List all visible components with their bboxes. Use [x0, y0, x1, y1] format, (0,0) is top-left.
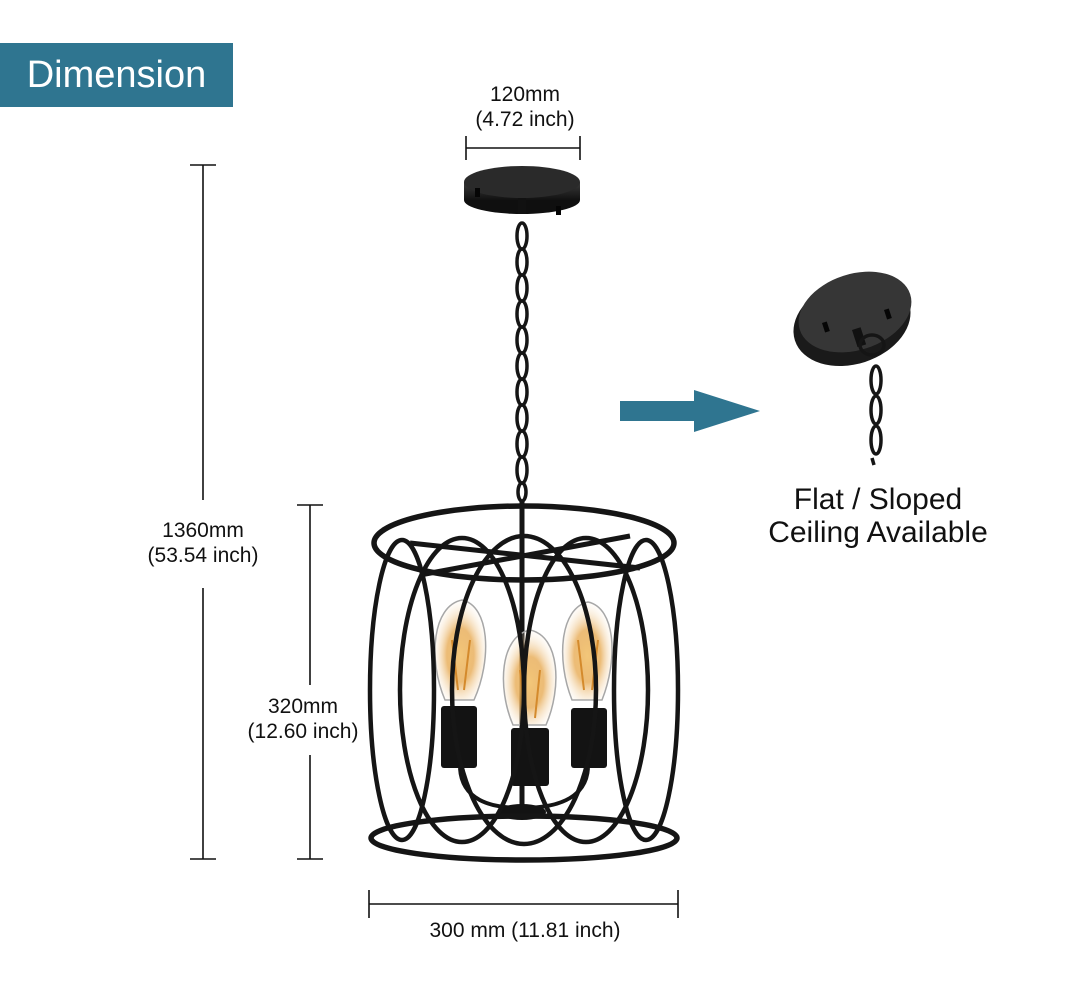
cage-width-dimension-line — [368, 890, 679, 918]
cage-width-label: 300 mm (11.81 inch) — [429, 919, 621, 942]
overall-height-metric: 1360mm — [162, 519, 244, 542]
cage-height-label: 320mm (12.60 inch) — [230, 694, 376, 744]
canopy-width-metric: 120mm — [489, 83, 561, 106]
dimension-badge: Dimension — [0, 43, 233, 107]
overall-height-dimension-line — [190, 164, 216, 860]
bulb-right — [561, 601, 613, 768]
cage-height-imperial: (12.60 inch) — [247, 720, 359, 743]
ceiling-feature-line2: Ceiling Available — [768, 516, 988, 549]
hanging-chain — [515, 221, 529, 503]
ceiling-feature-line1: Flat / Sloped — [793, 483, 963, 516]
light-bulbs — [434, 599, 613, 820]
sloped-canopy-detail — [793, 271, 912, 466]
overall-height-label: 1360mm (53.54 inch) — [123, 518, 283, 568]
ceiling-canopy — [464, 166, 580, 215]
canopy-width-label: 120mm (4.72 inch) — [455, 82, 595, 132]
overall-height-imperial: (53.54 inch) — [147, 544, 259, 567]
ceiling-feature-caption: Flat / Sloped Ceiling Available — [740, 483, 1016, 549]
pendant-cage — [367, 500, 681, 863]
arrow-right-icon — [620, 390, 760, 432]
cage-height-dimension-line — [297, 504, 323, 860]
canopy-dimension-line — [465, 136, 581, 160]
canopy-width-imperial: (4.72 inch) — [475, 108, 575, 131]
cage-height-metric: 320mm — [267, 695, 339, 718]
